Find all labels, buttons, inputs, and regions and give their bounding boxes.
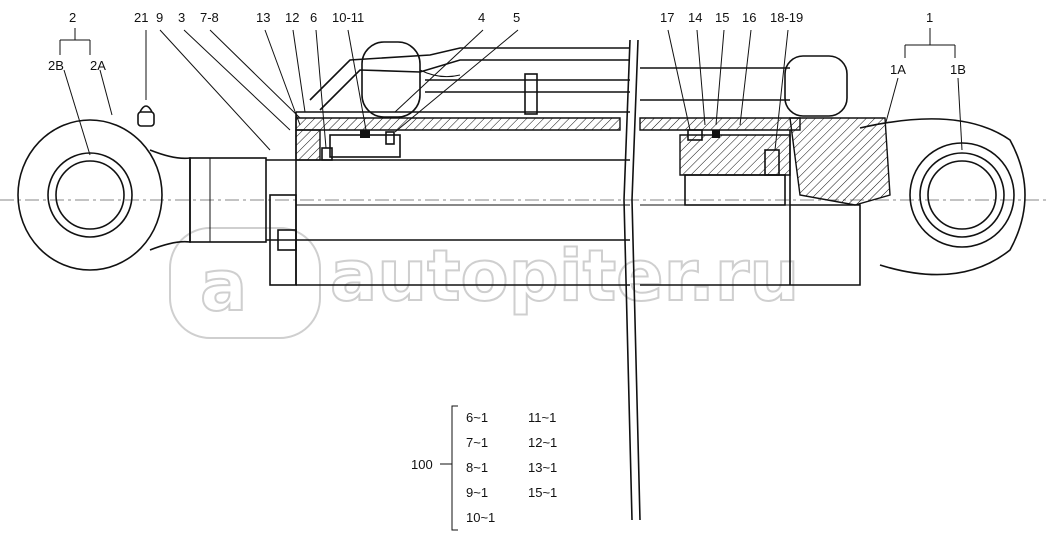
hydraulic-pipe	[309, 41, 630, 118]
callout-15: 15	[715, 10, 729, 25]
grease-nipple-21	[137, 105, 155, 127]
kit-item: 10~1	[466, 510, 495, 525]
cylinder-tube	[295, 111, 630, 286]
cylinder-eye-1b	[789, 117, 1026, 286]
kit-item: 7~1	[466, 435, 488, 450]
callout-1b: 1B	[950, 62, 966, 77]
rod-eye-2b	[17, 119, 191, 271]
callout-2b: 2B	[48, 58, 64, 73]
kit-item: 15~1	[528, 485, 557, 500]
callout-14: 14	[688, 10, 702, 25]
callout-4: 4	[478, 10, 485, 25]
watermark: a autopiter.ru	[169, 227, 800, 339]
callout-6: 6	[310, 10, 317, 25]
callout-16: 16	[742, 10, 756, 25]
elbow-fitting-1	[784, 55, 848, 117]
kit-number: 100	[411, 457, 433, 472]
callout-1a: 1A	[890, 62, 906, 77]
callout-5: 5	[513, 10, 520, 25]
kit-item: 12~1	[528, 435, 557, 450]
callout-3: 3	[178, 10, 185, 25]
watermark-logo: a	[200, 245, 247, 327]
kit-item: 6~1	[466, 410, 488, 425]
callout-7-8: 7-8	[200, 10, 219, 25]
kit-item: 9~1	[466, 485, 488, 500]
callout-2: 2	[69, 10, 76, 25]
callout-17: 17	[660, 10, 674, 25]
kit-item: 11~1	[528, 410, 556, 425]
watermark-text: autopiter.ru	[330, 235, 799, 317]
kit-item: 13~1	[528, 460, 557, 475]
callout-13: 13	[256, 10, 270, 25]
callout-2a: 2A	[90, 58, 106, 73]
callout-10-11: 10-11	[332, 10, 364, 25]
callout-21: 21	[134, 10, 148, 25]
repair-kit-list: 100 6~1 7~1 8~1 9~1 10~1 11~1 12~1 13~1 …	[411, 405, 557, 531]
break-lines	[623, 39, 641, 521]
callout-1: 1	[926, 10, 933, 25]
kit-item: 8~1	[466, 460, 488, 475]
callout-12: 12	[285, 10, 299, 25]
leader-lines	[59, 28, 963, 156]
callout-18-19: 18-19	[770, 10, 803, 25]
callout-9: 9	[156, 10, 163, 25]
piston-assembly	[639, 67, 801, 286]
callout-labels: 2 2B 2A 21 9 3 7-8 13 12 6 10-11 4 5 17 …	[48, 10, 966, 77]
